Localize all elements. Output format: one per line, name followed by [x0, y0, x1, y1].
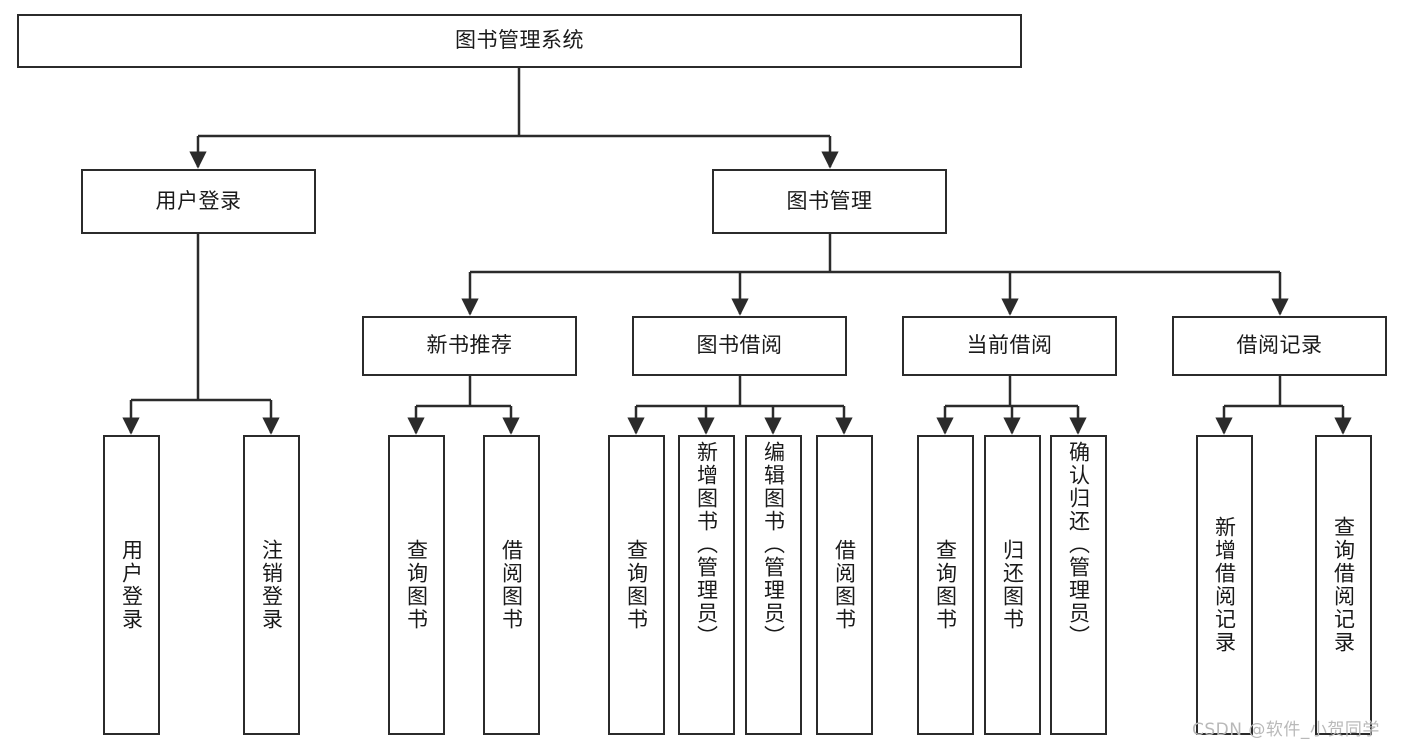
node-book-borrow[interactable]: 图书借阅 [632, 316, 847, 376]
leaf-cb-confirm-return-admin[interactable]: 确认归还（管理员） [1050, 435, 1107, 735]
leaf-bb-add-book-admin[interactable]: 新增图书（管理员） [678, 435, 735, 735]
leaf-bb-edit-book-admin[interactable]: 编辑图书（管理员） [745, 435, 802, 735]
node-new-book-recommend[interactable]: 新书推荐 [362, 316, 577, 376]
leaf-cb-query-book[interactable]: 查询图书 [917, 435, 974, 735]
node-book-management[interactable]: 图书管理 [712, 169, 947, 234]
node-book-borrow-label: 图书借阅 [696, 333, 783, 358]
leaf-user-login-label: 用户登录 [119, 539, 144, 631]
leaf-logout[interactable]: 注销登录 [243, 435, 300, 735]
leaf-bb-borrow-book[interactable]: 借阅图书 [816, 435, 873, 735]
leaf-cb-return-book-label: 归还图书 [1000, 539, 1025, 631]
leaf-nb-query-book-label: 查询图书 [404, 539, 429, 631]
node-user-login-label: 用户登录 [155, 188, 242, 213]
node-root-label: 图书管理系统 [455, 28, 584, 53]
leaf-bb-query-book[interactable]: 查询图书 [608, 435, 665, 735]
leaf-nb-query-book[interactable]: 查询图书 [388, 435, 445, 735]
node-book-management-label: 图书管理 [786, 188, 873, 213]
leaf-cb-return-book[interactable]: 归还图书 [984, 435, 1041, 735]
csdn-watermark: CSDN @软件_小贺同学 [1192, 720, 1380, 740]
leaf-nb-borrow-book-label: 借阅图书 [499, 539, 524, 631]
leaf-cb-query-book-label: 查询图书 [933, 539, 958, 631]
node-user-login[interactable]: 用户登录 [81, 169, 316, 234]
node-borrow-record[interactable]: 借阅记录 [1172, 316, 1387, 376]
node-borrow-record-label: 借阅记录 [1236, 333, 1323, 358]
leaf-cb-confirm-return-admin-label: 确认归还（管理员） [1066, 441, 1091, 648]
leaf-br-add-record[interactable]: 新增借阅记录 [1196, 435, 1253, 735]
leaf-logout-label: 注销登录 [259, 539, 284, 631]
node-root[interactable]: 图书管理系统 [17, 14, 1022, 68]
leaf-br-query-record-label: 查询借阅记录 [1331, 516, 1356, 654]
leaf-bb-add-book-admin-label: 新增图书（管理员） [694, 441, 719, 648]
node-new-book-recommend-label: 新书推荐 [426, 333, 513, 358]
node-current-borrow[interactable]: 当前借阅 [902, 316, 1117, 376]
leaf-bb-query-book-label: 查询图书 [624, 539, 649, 631]
leaf-user-login[interactable]: 用户登录 [103, 435, 160, 735]
leaf-nb-borrow-book[interactable]: 借阅图书 [483, 435, 540, 735]
node-current-borrow-label: 当前借阅 [966, 333, 1053, 358]
leaf-bb-borrow-book-label: 借阅图书 [832, 539, 857, 631]
leaf-br-query-record[interactable]: 查询借阅记录 [1315, 435, 1372, 735]
leaf-bb-edit-book-admin-label: 编辑图书（管理员） [761, 441, 786, 648]
leaf-br-add-record-label: 新增借阅记录 [1212, 516, 1237, 654]
